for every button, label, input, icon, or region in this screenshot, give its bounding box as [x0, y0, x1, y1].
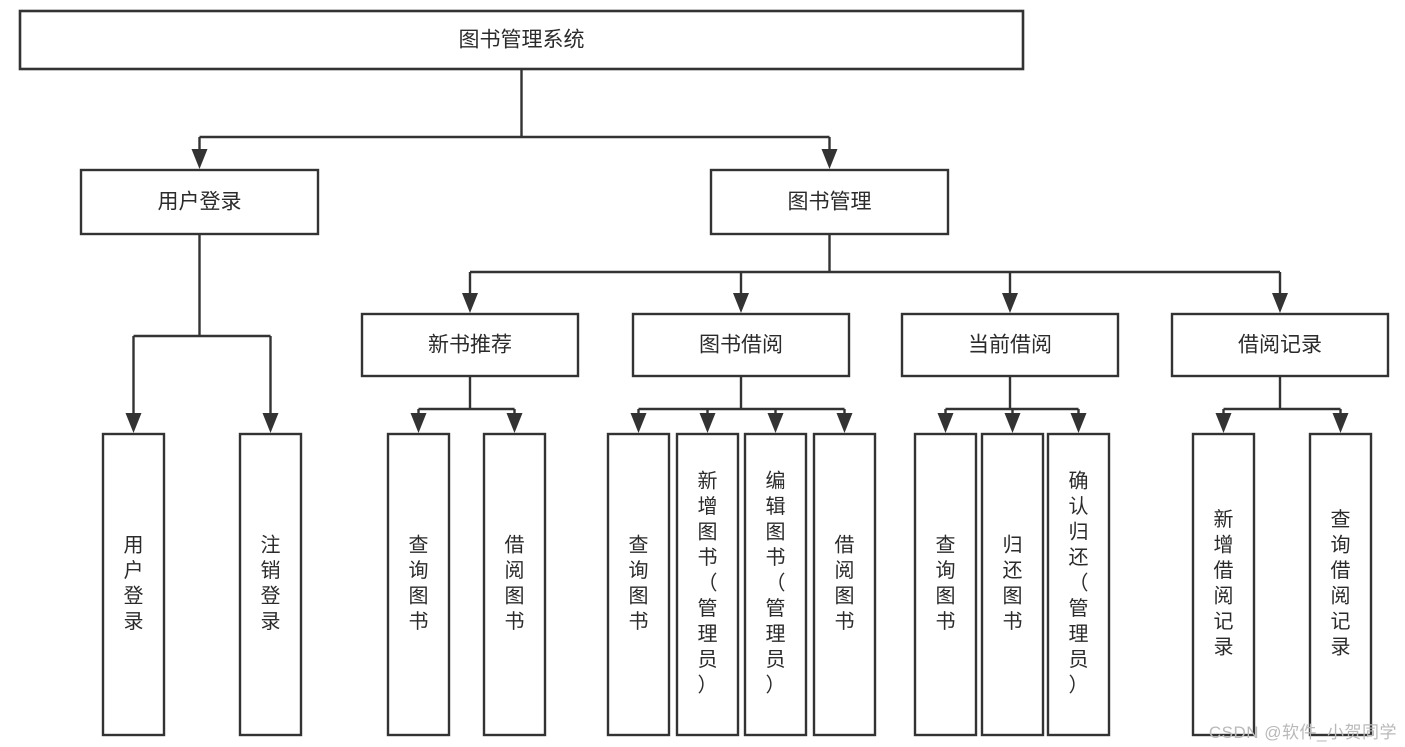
arrow-head-icon — [1215, 413, 1232, 433]
node-box-user-login[interactable] — [79, 168, 320, 236]
node-box-leaf-query-book-2[interactable] — [606, 432, 671, 737]
node-leaf-query-book-3[interactable]: 查询图书 — [913, 432, 978, 737]
node-leaf-borrow-book-2[interactable]: 借阅图书 — [812, 432, 877, 737]
node-leaf-return-book[interactable]: 归还图书 — [980, 432, 1045, 737]
node-new-book-rec[interactable]: 新书推荐 — [360, 312, 580, 378]
arrow-head-icon — [506, 413, 523, 433]
arrow-head-icon — [699, 413, 716, 433]
node-box-leaf-borrow-book-2[interactable] — [812, 432, 877, 737]
node-leaf-logout[interactable]: 注销登录 — [238, 432, 303, 737]
node-label-leaf-query-book-2: 查询图书 — [629, 534, 649, 634]
node-layer: 图书管理系统用户登录图书管理新书推荐图书借阅当前借阅借阅记录用户登录注销登录查询… — [18, 9, 1390, 737]
connector-group-user-login — [125, 234, 279, 433]
connector-group-book-borrow — [630, 376, 853, 433]
node-box-leaf-query-book-3[interactable] — [913, 432, 978, 737]
arrow-head-icon — [1070, 413, 1087, 433]
node-leaf-query-book-1[interactable]: 查询图书 — [386, 432, 451, 737]
node-box-book-manage[interactable] — [709, 168, 950, 236]
node-box-borrow-record[interactable] — [1170, 312, 1390, 378]
arrow-head-icon — [630, 413, 647, 433]
node-leaf-query-book-2[interactable]: 查询图书 — [606, 432, 671, 737]
arrow-head-icon — [462, 293, 478, 313]
node-label-leaf-query-borrow-record: 查询借阅记录 — [1331, 508, 1351, 659]
arrow-head-icon — [937, 413, 954, 433]
node-box-leaf-confirm-return-admin[interactable] — [1046, 432, 1111, 737]
arrow-head-icon — [1272, 293, 1288, 313]
arrow-head-icon — [262, 413, 279, 433]
node-box-new-book-rec[interactable] — [360, 312, 580, 378]
node-book-borrow[interactable]: 图书借阅 — [631, 312, 851, 378]
node-label-leaf-confirm-return-admin: 确认归还（管理员） — [1069, 470, 1089, 697]
node-label-leaf-query-book-3: 查询图书 — [936, 534, 956, 634]
connector-group-root — [191, 69, 838, 169]
node-box-leaf-edit-book-admin[interactable] — [743, 432, 808, 737]
arrow-head-icon — [733, 293, 749, 313]
node-box-book-borrow[interactable] — [631, 312, 851, 378]
arrow-head-icon — [836, 413, 853, 433]
arrow-head-icon — [125, 413, 142, 433]
connector-layer — [125, 69, 1349, 433]
node-leaf-add-borrow-record[interactable]: 新增借阅记录 — [1191, 432, 1256, 737]
node-box-leaf-query-borrow-record[interactable] — [1308, 432, 1373, 737]
node-box-current-borrow[interactable] — [900, 312, 1120, 378]
node-box-leaf-add-borrow-record[interactable] — [1191, 432, 1256, 737]
node-label-leaf-query-book-1: 查询图书 — [409, 534, 429, 634]
node-current-borrow[interactable]: 当前借阅 — [900, 312, 1120, 378]
node-label-leaf-add-book-admin: 新增图书（管理员） — [698, 470, 718, 697]
node-label-current-borrow: 当前借阅 — [968, 334, 1052, 357]
node-label-leaf-borrow-book-2: 借阅图书 — [835, 534, 855, 634]
node-label-new-book-rec: 新书推荐 — [428, 334, 512, 357]
node-box-leaf-user-login[interactable] — [101, 432, 166, 737]
arrow-head-icon — [410, 413, 427, 433]
node-box-root[interactable] — [18, 9, 1025, 71]
arrow-head-icon — [1004, 413, 1021, 433]
node-label-book-borrow: 图书借阅 — [699, 334, 783, 357]
node-label-book-manage: 图书管理 — [788, 191, 872, 214]
arrow-head-icon — [1332, 413, 1349, 433]
connector-group-borrow-record — [1215, 376, 1349, 433]
connector-group-book-manage — [462, 234, 1288, 313]
arrow-head-icon — [767, 413, 784, 433]
node-label-user-login: 用户登录 — [158, 191, 242, 214]
node-box-leaf-logout[interactable] — [238, 432, 303, 737]
connector-group-new-book-rec — [410, 376, 523, 433]
node-leaf-edit-book-admin[interactable]: 编辑图书（管理员） — [743, 432, 808, 737]
node-book-manage[interactable]: 图书管理 — [709, 168, 950, 236]
node-user-login[interactable]: 用户登录 — [79, 168, 320, 236]
node-label-leaf-return-book: 归还图书 — [1003, 534, 1023, 634]
node-box-leaf-add-book-admin[interactable] — [675, 432, 740, 737]
node-box-leaf-borrow-book-1[interactable] — [482, 432, 547, 737]
node-label-leaf-borrow-book-1: 借阅图书 — [505, 534, 525, 634]
node-label-leaf-logout: 注销登录 — [261, 534, 281, 634]
node-leaf-borrow-book-1[interactable]: 借阅图书 — [482, 432, 547, 737]
watermark-text: CSDN @软件_小贺同学 — [1208, 723, 1397, 742]
connector-group-current-borrow — [937, 376, 1087, 433]
node-root[interactable]: 图书管理系统 — [18, 9, 1025, 71]
node-leaf-query-borrow-record[interactable]: 查询借阅记录 — [1308, 432, 1373, 737]
node-box-leaf-return-book[interactable] — [980, 432, 1045, 737]
node-leaf-confirm-return-admin[interactable]: 确认归还（管理员） — [1046, 432, 1111, 737]
node-label-leaf-add-borrow-record: 新增借阅记录 — [1214, 508, 1234, 659]
arrow-head-icon — [821, 149, 838, 169]
node-borrow-record[interactable]: 借阅记录 — [1170, 312, 1390, 378]
node-label-leaf-edit-book-admin: 编辑图书（管理员） — [766, 470, 786, 697]
node-label-borrow-record: 借阅记录 — [1238, 334, 1322, 357]
node-label-root: 图书管理系统 — [459, 29, 585, 52]
node-box-leaf-query-book-1[interactable] — [386, 432, 451, 737]
node-leaf-add-book-admin[interactable]: 新增图书（管理员） — [675, 432, 740, 737]
arrow-head-icon — [191, 149, 208, 169]
node-leaf-user-login[interactable]: 用户登录 — [101, 432, 166, 737]
arrow-head-icon — [1002, 293, 1018, 313]
node-label-leaf-user-login: 用户登录 — [124, 535, 144, 634]
